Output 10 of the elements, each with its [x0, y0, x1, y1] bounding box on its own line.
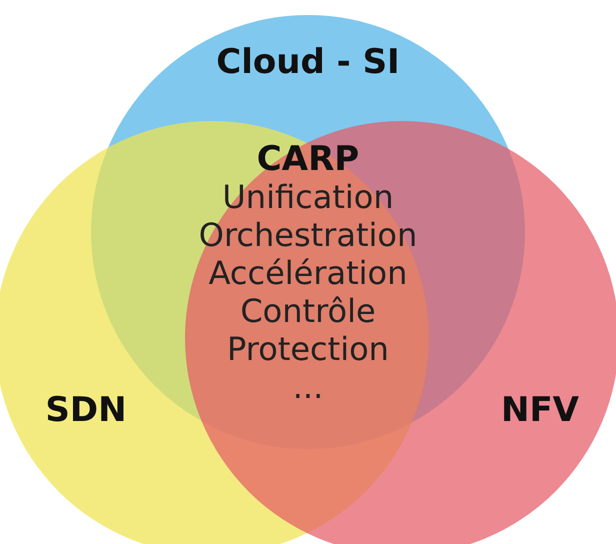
center-item: Accélération [208, 254, 408, 292]
center-item: ... [292, 368, 324, 406]
set-label: Cloud - SI [216, 42, 400, 82]
center-item: Unification [221, 178, 395, 216]
center-heading: CARP [256, 140, 360, 178]
set-label: SDN [45, 390, 127, 430]
center-item: Contrôle [239, 292, 377, 330]
set-label: NFV [501, 390, 579, 430]
center-item: Protection [226, 330, 390, 368]
center-item: Orchestration [198, 216, 418, 254]
